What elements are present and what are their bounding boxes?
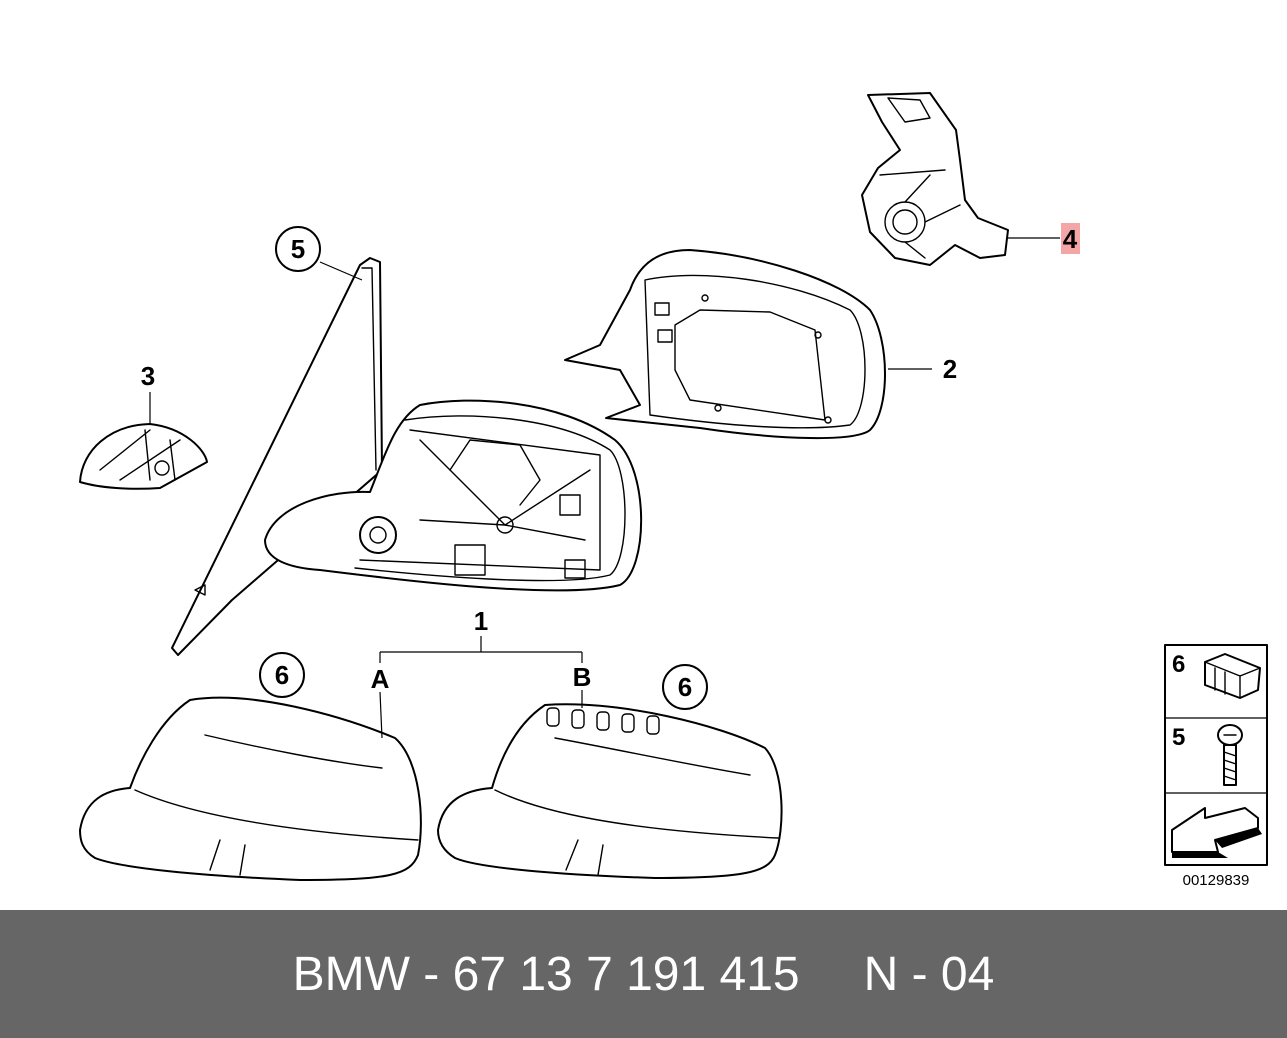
callout-4: 4 [1063,224,1078,254]
clip-icon [1204,653,1261,699]
part-number-footer: BMW - 67 13 7 191 415 N - 04 [0,910,1287,1038]
part-cover-b [437,703,783,879]
reference-number: 00129839 [1183,872,1250,889]
leader-lines [149,237,1060,739]
legend-label-6: 6 [1172,651,1185,678]
callout-a: A [371,664,390,694]
callout-6-left: 6 [275,660,289,690]
legend-label-5: 5 [1172,724,1185,751]
arrow-icon [1171,807,1262,858]
callout-circle-6-left [259,652,305,698]
legend-box: 6 5 [1164,644,1268,866]
callout-6-right: 6 [678,672,692,702]
callout-circle-6-right [662,664,708,710]
parts-diagram: 5 3 2 4 1 6 6 A B 6 5 00129839 [79,92,1268,889]
part-actuator-bracket [861,92,1009,266]
footer-code: N - 04 [863,947,995,1001]
callout-2: 2 [943,354,957,384]
part-bracket [79,423,208,490]
callout-b: B [573,662,592,692]
screw-icon [1217,724,1243,786]
part-mirror-frame [564,249,886,440]
callout-highlight-4 [1061,223,1080,254]
callout-circle-5 [275,226,321,272]
footer-part-number: BMW - 67 13 7 191 415 [292,947,800,1001]
callout-1: 1 [474,606,488,636]
callout-3: 3 [141,361,155,391]
callout-5: 5 [291,234,305,264]
part-mirror-housing [194,399,643,596]
part-cover-a [79,696,422,881]
part-mirror-glass [171,257,383,656]
